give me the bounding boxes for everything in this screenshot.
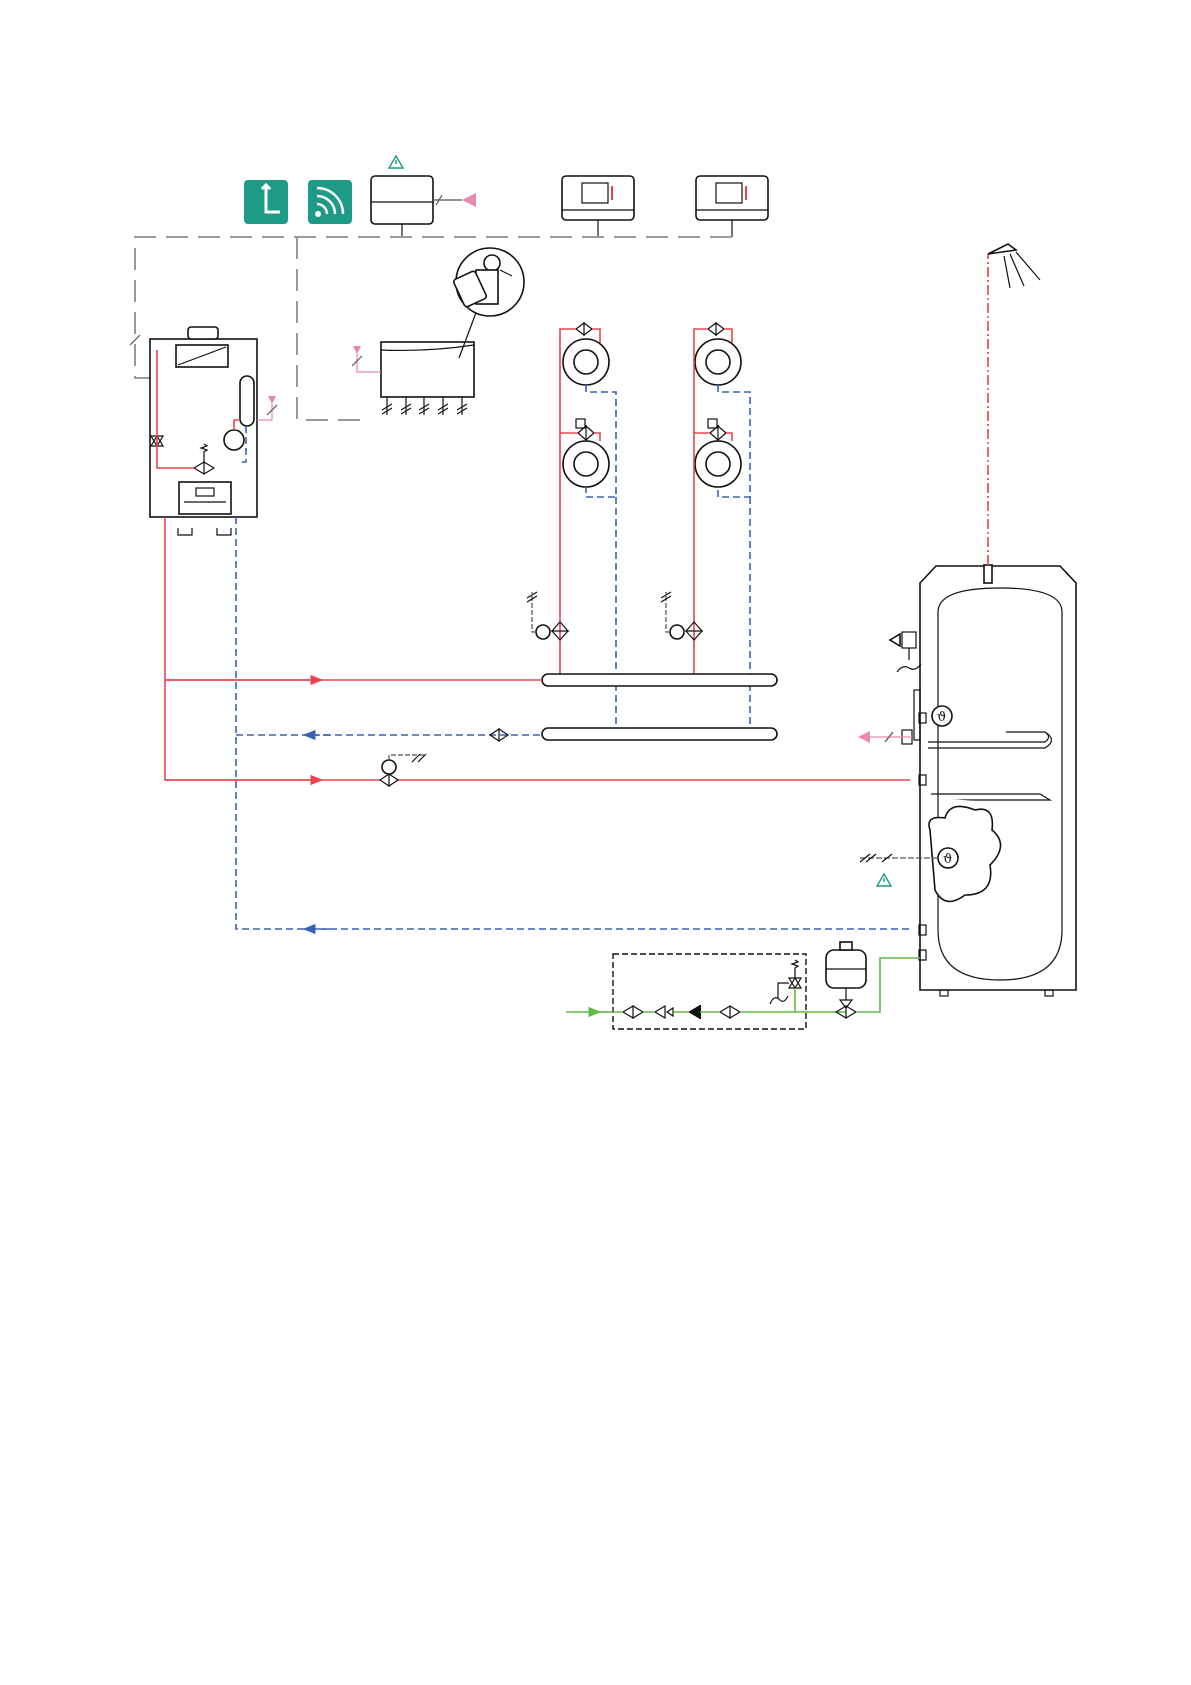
cylinder-sensor-wire [858, 731, 912, 743]
system-control-icon [244, 180, 288, 224]
shower-icon [988, 244, 1040, 288]
system-controller [371, 176, 476, 237]
warning-icon [877, 874, 891, 886]
heating-circuit [527, 323, 616, 728]
low-loss-header [542, 674, 777, 740]
room-controller [562, 176, 634, 237]
heating-circuit [661, 323, 750, 728]
gas-boiler [150, 327, 277, 535]
room-controller [696, 176, 768, 237]
svg-text:ϑ: ϑ [937, 710, 946, 725]
cold-water-safety-group [566, 954, 920, 1029]
wireless-signal-icon [308, 180, 352, 224]
cylinder-charge-valve [380, 754, 426, 786]
flow-pipe [165, 517, 910, 780]
wiring-centre [352, 310, 477, 415]
expansion-vessel [826, 942, 866, 1008]
svg-text:ϑ: ϑ [943, 852, 952, 867]
burner-icon [453, 248, 524, 316]
hot-water-cylinder [890, 565, 1076, 996]
return-pipe [236, 517, 910, 929]
warning-icon [389, 156, 403, 168]
